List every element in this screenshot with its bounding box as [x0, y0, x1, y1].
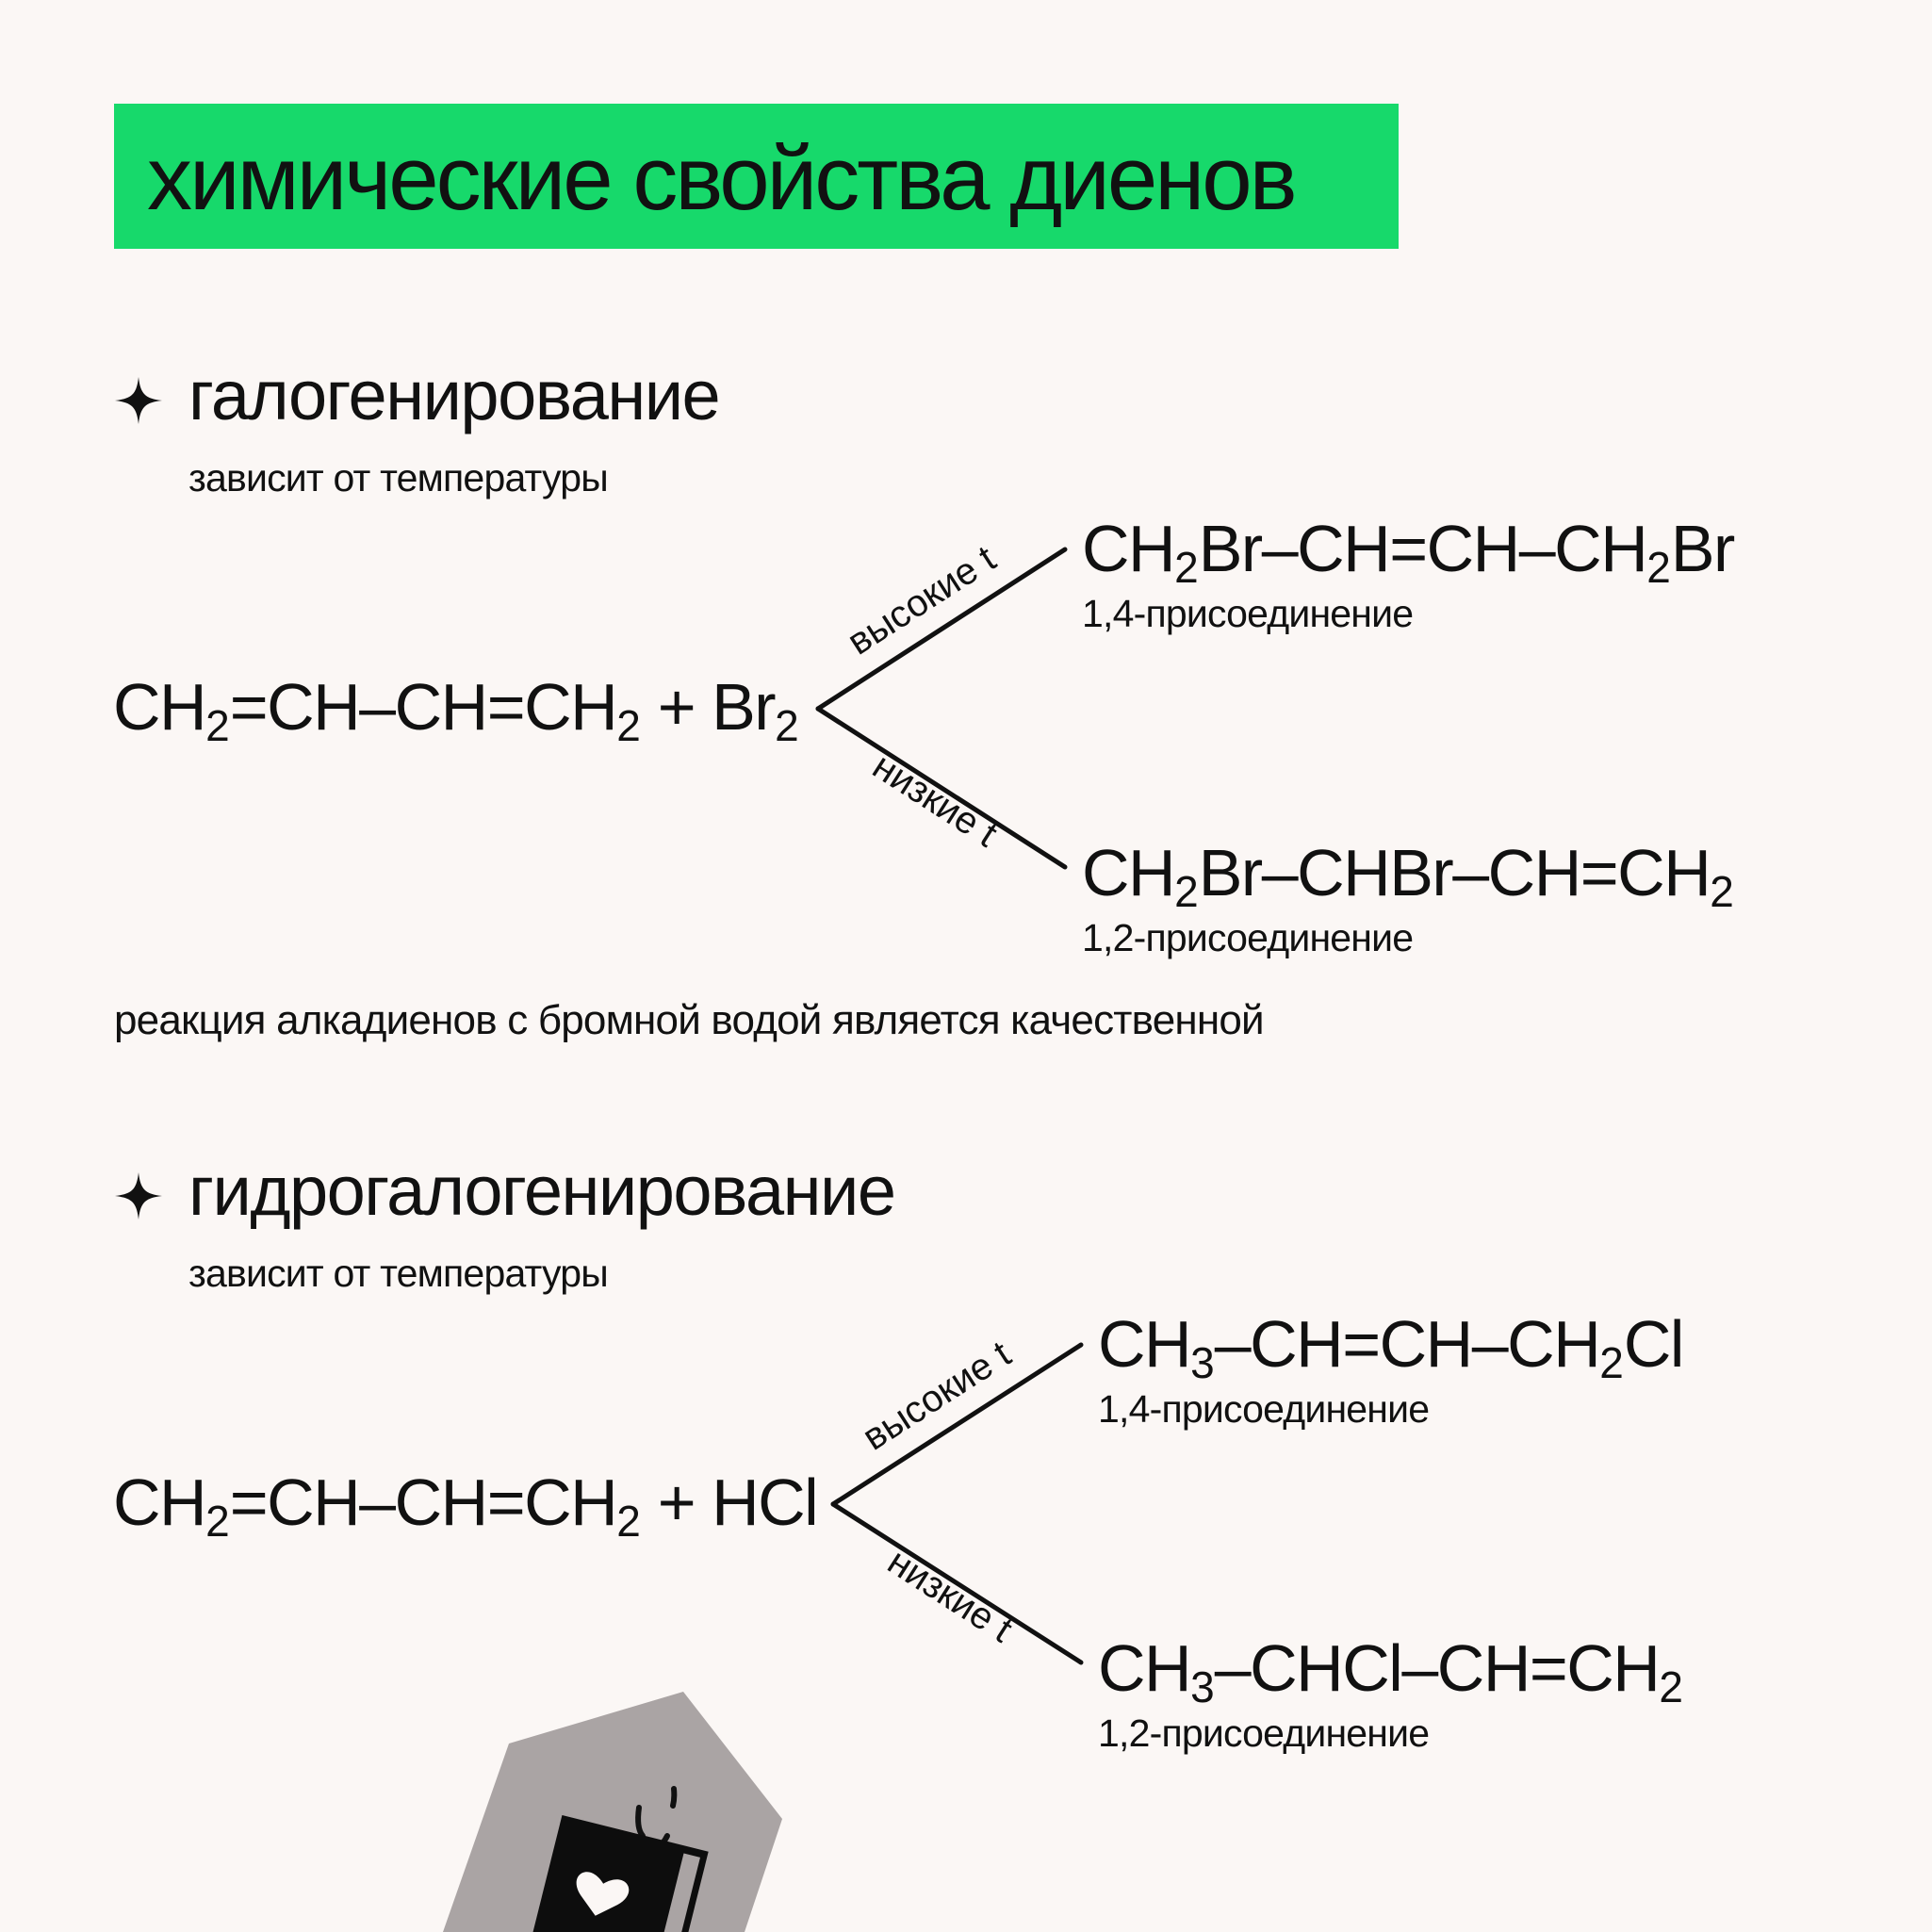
- branch-label-low-temp: низкие t: [865, 745, 1005, 855]
- product-formula-1-2-hydrochlorination: CH3–CHCl–CH=CH2: [1098, 1631, 1683, 1711]
- branch-line-low-temp: [815, 706, 1068, 870]
- branch-line-high-temp: [830, 1342, 1084, 1507]
- section-subtitle-halogenation: зависит от температуры: [188, 456, 609, 499]
- branch-line-high-temp: [815, 547, 1068, 712]
- section-heading-halogenation: галогенирование: [188, 356, 721, 434]
- page-title: химические свойства диенов: [147, 128, 1298, 229]
- product-caption-1-4-hydrochlorination: 1,4-присоединение: [1098, 1387, 1430, 1431]
- product-formula-1-2-bromination: CH2Br–CHBr–CH=CH2: [1082, 836, 1734, 916]
- branch-label-high-temp: высокие t: [856, 1334, 1019, 1459]
- mascot-illustration: [443, 1692, 782, 1932]
- branch-label-low-temp: низкие t: [880, 1541, 1020, 1650]
- branch-label-high-temp: высокие t: [841, 538, 1004, 663]
- section-subtitle-hydrohalogenation: зависит от температуры: [188, 1252, 609, 1295]
- product-caption-1-2-hydrochlorination: 1,2-присоединение: [1098, 1711, 1430, 1755]
- qualitative-reaction-note: реакция алкадиенов с бромной водой являе…: [114, 997, 1265, 1043]
- section-heading-hydrohalogenation: гидрогалогенирование: [188, 1152, 896, 1230]
- product-caption-1-4-bromination: 1,4-присоединение: [1082, 592, 1414, 635]
- product-formula-1-4-bromination: CH2Br–CH=CH–CH2Br: [1082, 512, 1735, 592]
- reactant-formula-halogenation: CH2=CH–CH=CH2 + Br2: [113, 670, 799, 750]
- branch-line-low-temp: [830, 1501, 1084, 1665]
- title-banner: [114, 104, 1399, 249]
- product-caption-1-2-bromination: 1,2-присоединение: [1082, 916, 1414, 959]
- reactant-formula-hydrohalogenation: CH2=CH–CH=CH2 + HCl: [113, 1465, 819, 1546]
- sparkle-icon: [115, 377, 162, 424]
- sparkle-icon: [115, 1172, 162, 1220]
- product-formula-1-4-hydrochlorination: CH3–CH=CH–CH2Cl: [1098, 1307, 1684, 1387]
